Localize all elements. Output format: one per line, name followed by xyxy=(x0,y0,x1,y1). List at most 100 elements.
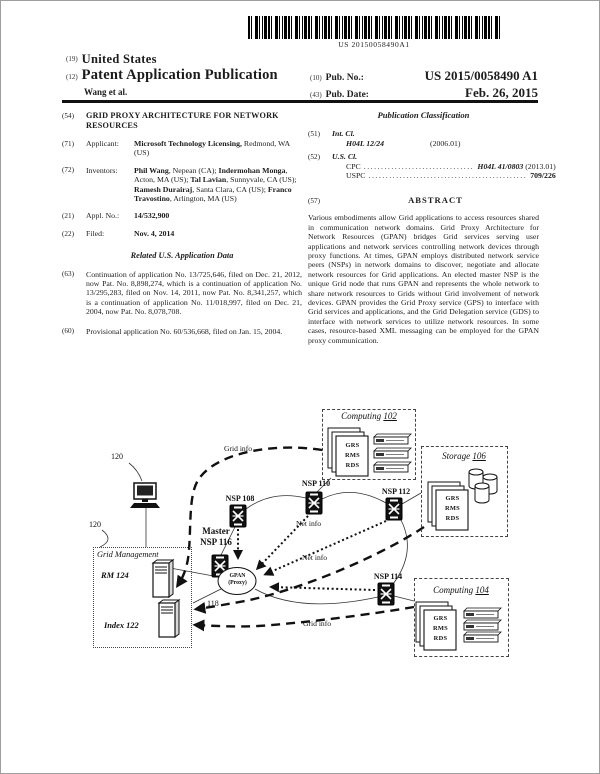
publication-classification-heading: Publication Classification xyxy=(377,110,470,120)
pub-date-value: Feb. 26, 2015 xyxy=(465,85,538,100)
grid-info-top-label: Grid info xyxy=(224,444,253,453)
int-cl-year: (2006.01) xyxy=(430,138,461,148)
storage-106-box xyxy=(421,446,508,537)
router-icon-nsp108 xyxy=(229,504,247,528)
nsp-114-label: NSP 114 xyxy=(373,572,403,581)
inventor-name: Ramesh Durairaj xyxy=(134,184,193,194)
router-icon-nsp112 xyxy=(385,497,403,521)
grid-management-box xyxy=(93,547,192,648)
inventor-location: , Nepean (CA); xyxy=(168,165,219,175)
ref-19: (19) xyxy=(66,55,78,63)
ref-63: (63) xyxy=(62,270,74,279)
computing-104-label: Computing 104 xyxy=(433,585,489,595)
int-cl-label: Int. Cl. xyxy=(332,129,355,139)
nsp-108-label: NSP 108 xyxy=(225,494,255,503)
continuation-text: Continuation of application No. 13/725,6… xyxy=(86,269,302,317)
network-links xyxy=(99,462,422,605)
diagram-artwork xyxy=(99,427,502,651)
country-name: United States xyxy=(81,52,157,66)
inventor-location: , Acton, MA (US); xyxy=(134,165,288,185)
int-cl-code: H04L 12/24 xyxy=(346,138,385,148)
applicant-label: Applicant: xyxy=(86,139,119,148)
inventor-location: , Santa Clara, CA (US); xyxy=(192,184,268,194)
pub-date-line: (43) Pub. Date: Feb. 26, 2015 xyxy=(310,85,538,101)
filed-entry: (22) Filed: Nov. 4, 2014 xyxy=(62,229,302,239)
publication-kind: Patent Application Publication xyxy=(81,67,278,83)
inventors-list: Phil Wang, Nepean (CA); Indermohan Monga… xyxy=(134,166,302,204)
index-122-label: Index 122 xyxy=(104,621,139,630)
us-cl-entry: (52) U.S. Cl. CPC ......................… xyxy=(308,152,556,181)
user-terminal-icon xyxy=(130,482,160,508)
nsp-110-label: NSP 110 xyxy=(301,479,331,488)
nsp-112-label: NSP 112 xyxy=(381,487,411,496)
inventor-location: , Arlington, MA (US) xyxy=(169,194,237,204)
inventor-name: Phil Wang xyxy=(134,165,169,175)
pub-no-label: Pub. No.: xyxy=(325,73,364,83)
applicant-address: Redmond, WA (US) xyxy=(134,139,290,158)
abstract-text: Various embodiments allow Grid applicati… xyxy=(308,213,539,345)
storage-106-label: Storage 106 xyxy=(442,451,486,461)
ref-57: (57) xyxy=(308,196,320,205)
inventors-label: Inventors: xyxy=(86,165,118,175)
ref-120-grid-management: 120 xyxy=(89,520,101,529)
country-line: (19) United States xyxy=(66,50,157,68)
cpc-dot-leader: .................................... xyxy=(363,161,475,171)
rm-124-label: RM 124 xyxy=(101,571,129,580)
ref-72: (72) xyxy=(62,166,74,175)
invention-title: GRID PROXY ARCHITECTURE FOR NETWORK RESO… xyxy=(86,111,279,130)
inventor-name: Tal Lavian xyxy=(190,175,227,185)
abstract-heading: ABSTRACT xyxy=(408,195,463,206)
related-data-heading: Related U.S. Application Data xyxy=(130,251,234,261)
ref-52: (52) xyxy=(308,152,320,161)
ref-60: (60) xyxy=(62,327,74,336)
authors: Wang et al. xyxy=(84,87,128,97)
ref-43: (43) xyxy=(310,91,322,99)
ref-22: (22) xyxy=(62,229,74,238)
ref-10: (10) xyxy=(310,74,322,82)
appl-no-value: 14/532,900 xyxy=(134,211,170,221)
pub-no-line: (10) Pub. No.: US 2015/0058490 A1 xyxy=(310,68,538,84)
filed-label: Filed: xyxy=(86,229,105,239)
cpc-label: CPC xyxy=(346,161,361,171)
continuation-entry: (63) Continuation of application No. 13/… xyxy=(62,270,302,317)
applicant-value: Microsoft Technology Licensing, Redmond,… xyxy=(134,139,302,158)
ref-12: (12) xyxy=(66,73,78,81)
ref-120-terminal: 120 xyxy=(111,452,123,461)
uspc-value: 709/226 xyxy=(530,171,556,181)
router-icon-nsp114 xyxy=(377,582,395,606)
net-info-label: Net info xyxy=(296,519,322,528)
grid-info-bottom-label: Grid info xyxy=(303,619,332,628)
appl-no-label: Appl. No.: xyxy=(86,211,120,221)
title-entry: (54) GRID PROXY ARCHITECTURE FOR NETWORK… xyxy=(62,111,302,131)
cpc-year: (2013.01) xyxy=(523,161,556,171)
uspc-dot-leader: ........................................… xyxy=(368,171,528,181)
inventor-name: Franco Travostino xyxy=(134,184,292,204)
applicant-entry: (71) Applicant: Microsoft Technology Lic… xyxy=(62,139,302,158)
ref-21: (21) xyxy=(62,211,74,220)
ref-51: (51) xyxy=(308,129,320,138)
uspc-label: USPC xyxy=(346,171,366,181)
abstract-heading-row: (57) ABSTRACT xyxy=(308,196,539,206)
header-divider xyxy=(62,100,538,103)
cpc-value: H04L 41/0803 (2013.01) xyxy=(477,162,555,171)
filed-value: Nov. 4, 2014 xyxy=(134,229,175,239)
computing-102-box xyxy=(322,409,416,480)
ref-118: 118 xyxy=(207,599,219,608)
pub-date-label: Pub. Date: xyxy=(325,90,369,100)
ref-71: (71) xyxy=(62,139,74,148)
inventor-name: Indermohan Monga xyxy=(218,165,286,175)
inventor-location: , Sunnyvale, CA (US); xyxy=(226,175,297,185)
computing-104-box xyxy=(414,578,509,657)
right-column: Publication Classification (51) Int. Cl.… xyxy=(308,110,556,345)
gpan-proxy-ellipse xyxy=(217,567,257,595)
pub-no-value: US 2015/0058490 A1 xyxy=(424,68,538,83)
int-cl-entry: (51) Int. Cl. H04L 12/24 (2006.01) xyxy=(308,129,539,148)
inventors-entry: (72) Inventors: Phil Wang, Nepean (CA); … xyxy=(62,166,302,204)
provisional-text: Provisional application No. 60/536,668, … xyxy=(86,326,283,336)
left-column: (54) GRID PROXY ARCHITECTURE FOR NETWORK… xyxy=(62,111,302,345)
applicant-name: Microsoft Technology Licensing, xyxy=(134,139,242,148)
computing-102-label: Computing 102 xyxy=(341,411,397,421)
